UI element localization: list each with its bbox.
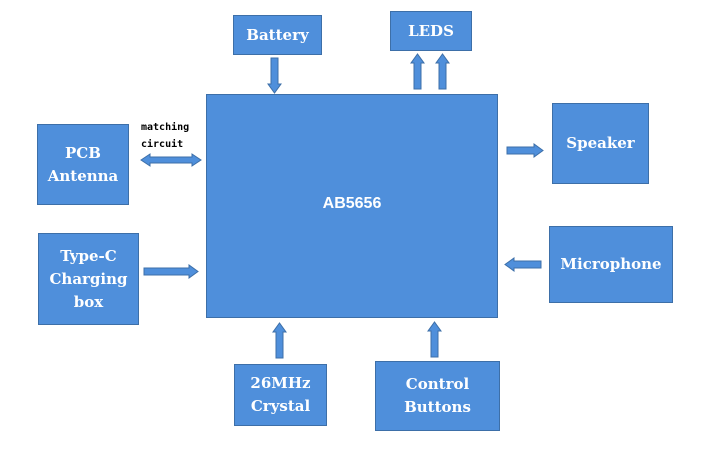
matching-circuit-note: matching circuit	[141, 122, 190, 150]
crystal-label: 26MHz Crystal	[250, 374, 311, 415]
battery-to-chip-arrow	[267, 57, 282, 94]
typec-charging-box-block: Type-C Charging box	[38, 233, 139, 325]
antenna-chip-bidirectional-arrow	[140, 153, 202, 167]
speaker-block: Speaker	[552, 103, 649, 184]
chip-to-leds-arrow-left	[410, 53, 425, 90]
control-buttons-label: Control Buttons	[404, 375, 471, 416]
ab5656-chip-block: AB5656	[206, 94, 498, 318]
leds-block: LEDS	[390, 11, 472, 51]
battery-block: Battery	[233, 15, 322, 55]
typec-to-chip-arrow	[143, 264, 199, 279]
pcb-antenna-label: PCB Antenna	[47, 143, 119, 185]
crystal-to-chip-arrow	[272, 322, 287, 359]
crystal-block: 26MHz Crystal	[234, 364, 327, 426]
battery-label: Battery	[246, 25, 309, 44]
control-buttons-block: Control Buttons	[375, 361, 500, 431]
chip-to-speaker-arrow	[506, 143, 544, 158]
typec-charging-box-label: Type-C Charging box	[49, 246, 128, 311]
speaker-label: Speaker	[566, 134, 635, 152]
ab5656-label: AB5656	[322, 195, 382, 212]
pcb-antenna-block: PCB Antenna	[37, 124, 129, 205]
buttons-to-chip-arrow	[427, 321, 442, 358]
microphone-label: Microphone	[560, 255, 662, 273]
chip-to-leds-arrow-right	[435, 53, 450, 90]
leds-label: LEDS	[408, 21, 454, 40]
microphone-block: Microphone	[549, 226, 673, 303]
microphone-to-chip-arrow	[504, 257, 542, 272]
